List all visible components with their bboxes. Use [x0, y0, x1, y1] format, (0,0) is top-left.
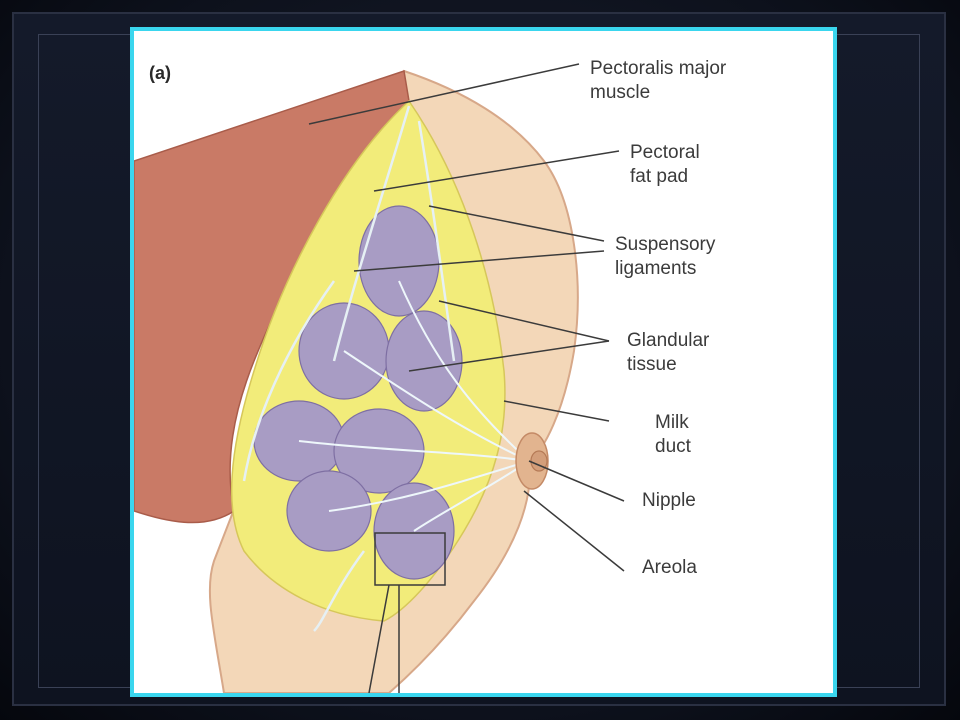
label-pectoral-fat-pad: Pectoral fat pad: [630, 142, 700, 187]
anatomy-figure-panel: (a) Pectoralis major muscle Pectoral fat…: [130, 27, 837, 697]
label-milk-duct: Milk duct: [655, 412, 691, 457]
inset-pointer: [368, 584, 400, 693]
detail-inset-box: [374, 532, 446, 586]
nipple: [530, 450, 548, 472]
label-pectoralis-major-muscle: Pectoralis major muscle: [590, 58, 727, 103]
label-suspensory-ligaments: Suspensory ligaments: [615, 234, 716, 279]
suspensory-ligaments: [242, 105, 456, 632]
breast-anatomy-illustration: [134, 63, 625, 693]
panel-label: (a): [149, 63, 171, 83]
label-nipple: Nipple: [642, 490, 696, 511]
milk-ducts: [298, 280, 530, 532]
label-glandular-tissue: Glandular tissue: [627, 330, 710, 375]
label-leader-lines: [308, 63, 625, 572]
label-areola: Areola: [642, 557, 697, 578]
